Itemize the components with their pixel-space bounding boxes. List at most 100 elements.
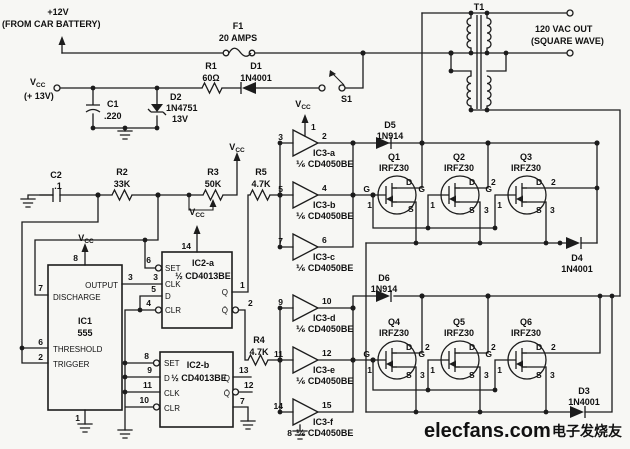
vcc-input-terminal bbox=[53, 84, 61, 92]
q3-s: S bbox=[536, 205, 542, 215]
ic1-pin7: 7 bbox=[38, 283, 43, 293]
ic2b-pin12: 12 bbox=[244, 380, 254, 390]
ic2a-clr-label: CLR bbox=[165, 306, 181, 315]
watermark-chinese: 电子发烧友 bbox=[552, 423, 622, 439]
q3-ref: Q3 bbox=[520, 152, 532, 162]
c1-value: .220 bbox=[104, 111, 122, 121]
f1-value: 20 AMPS bbox=[219, 33, 257, 43]
d6-value: 1N914 bbox=[371, 284, 398, 294]
ic2b-q-label: Q bbox=[224, 374, 230, 383]
ic3a-pin-in: 3 bbox=[278, 132, 283, 142]
q4-3: 3 bbox=[420, 370, 425, 380]
r4-value: 4.7K bbox=[249, 347, 269, 357]
q2-value: IRFZ30 bbox=[444, 163, 474, 173]
vcc-ic1-label: VCC bbox=[78, 233, 94, 245]
c2-value: .1 bbox=[54, 181, 62, 191]
diode-d6 bbox=[376, 290, 392, 302]
watermark-brand: elecfans.com bbox=[424, 420, 551, 442]
ic1-threshold-label: THRESHOLD bbox=[53, 345, 103, 354]
q2-ref: Q2 bbox=[453, 152, 465, 162]
q3-1: 1 bbox=[497, 200, 502, 210]
q5-1: 1 bbox=[430, 365, 435, 375]
d2-value: 1N4751 bbox=[166, 103, 198, 113]
ic2b-pin8: 8 bbox=[144, 351, 149, 361]
d1-value: 1N4001 bbox=[240, 73, 272, 83]
q6-value: IRFZ30 bbox=[511, 328, 541, 338]
q4-1: 1 bbox=[367, 365, 372, 375]
diode-d4 bbox=[566, 237, 582, 249]
r4-ref: R4 bbox=[253, 335, 265, 345]
q4-d: D bbox=[406, 342, 412, 352]
ic3d-value: ⅙ CD4050BE bbox=[296, 324, 353, 334]
ic3c-pin-in: 7 bbox=[278, 236, 283, 246]
potentiometer-r3 bbox=[202, 188, 224, 202]
buffer-triangles bbox=[292, 128, 320, 427]
resistor-r1 bbox=[201, 81, 223, 95]
ic2b-d-label: D bbox=[164, 374, 170, 383]
q3-2: 2 bbox=[551, 177, 556, 187]
q1-g: G bbox=[363, 184, 370, 194]
ic3a-ref: IC3-a bbox=[313, 148, 336, 158]
mosfet-symbols bbox=[377, 175, 547, 380]
ic3c-pin-out: 6 bbox=[322, 235, 327, 245]
ic2a-pin1: 1 bbox=[240, 280, 245, 290]
q2-s: S bbox=[469, 205, 475, 215]
r5-value: 4.7K bbox=[251, 179, 271, 189]
q1-1: 1 bbox=[367, 200, 372, 210]
q5-2: 2 bbox=[491, 342, 496, 352]
capacitor-c1 bbox=[85, 104, 101, 113]
resistor-r2 bbox=[111, 188, 133, 202]
q4-2: 2 bbox=[425, 342, 430, 352]
capacitor-c2 bbox=[52, 188, 61, 202]
ic3f-pin-in: 14 bbox=[274, 401, 284, 411]
ic2a-clk-label: CLK bbox=[165, 280, 181, 289]
diode-d5 bbox=[376, 137, 392, 149]
ic3b-value: ⅙ CD4050BE bbox=[296, 211, 353, 221]
ic2b-pin9: 9 bbox=[147, 365, 152, 375]
d1-ref: D1 bbox=[250, 61, 262, 71]
mosfet-pin-labels: G 1 D S G 1 D 2 S 3 G 1 D 2 S 3 G 1 D 2 … bbox=[363, 177, 556, 380]
ic2a-pin3: 3 bbox=[153, 272, 158, 282]
diode-d3 bbox=[570, 406, 586, 418]
d4-ref: D4 bbox=[571, 253, 583, 263]
resistor-r5 bbox=[249, 188, 271, 202]
ic2a-qbar-label: Q̄ bbox=[222, 306, 228, 315]
ic3d-ref: IC3-d bbox=[313, 313, 336, 323]
ic1-trigger-label: TRIGGER bbox=[53, 360, 90, 369]
ic2b-value: ½ CD4013BE bbox=[171, 373, 227, 383]
q1-d: D bbox=[406, 177, 412, 187]
q6-g: G bbox=[485, 349, 492, 359]
q5-s: S bbox=[469, 370, 475, 380]
vcc-in-note: (+ 13V) bbox=[24, 91, 54, 101]
q4-s: S bbox=[406, 370, 412, 380]
d5-ref: D5 bbox=[384, 120, 396, 130]
ic3e-ref: IC3-e bbox=[313, 365, 335, 375]
switch-s1 bbox=[318, 84, 346, 92]
vcc-in-label: VCC bbox=[30, 77, 46, 89]
d4-value: 1N4001 bbox=[561, 264, 593, 274]
fuse-f1 bbox=[222, 47, 256, 57]
ic1-pin6: 6 bbox=[38, 337, 43, 347]
q6-ref: Q6 bbox=[520, 317, 532, 327]
ic3e-pin-in: 11 bbox=[274, 349, 283, 359]
wires bbox=[21, 12, 621, 432]
ic3c-ref: IC3-c bbox=[313, 252, 335, 262]
ic2a-pin14: 14 bbox=[182, 241, 192, 251]
ground-symbols bbox=[20, 130, 308, 440]
ic1-output-label: OUTPUT bbox=[85, 281, 118, 290]
ic2a-value: ½ CD4013BE bbox=[175, 271, 231, 281]
ic2b-pin11: 11 bbox=[143, 380, 152, 390]
ic3b-pin-out: 4 bbox=[322, 183, 327, 193]
vcc-ic2a-label: VCC bbox=[189, 207, 205, 219]
ic1-discharge-label: DISCHARGE bbox=[53, 293, 101, 302]
s1-ref: S1 bbox=[341, 94, 352, 104]
q1-s: S bbox=[408, 204, 414, 214]
ic3e-pin-out: 12 bbox=[322, 348, 332, 358]
ic3c-value: ⅙ CD4050BE bbox=[296, 263, 353, 273]
r2-value: 33K bbox=[114, 179, 131, 189]
q5-ref: Q5 bbox=[453, 317, 465, 327]
r3-value: 50K bbox=[205, 179, 222, 189]
q6-1: 1 bbox=[497, 365, 502, 375]
ic2a-d-label: D bbox=[165, 292, 171, 301]
q4-ref: Q4 bbox=[388, 317, 400, 327]
